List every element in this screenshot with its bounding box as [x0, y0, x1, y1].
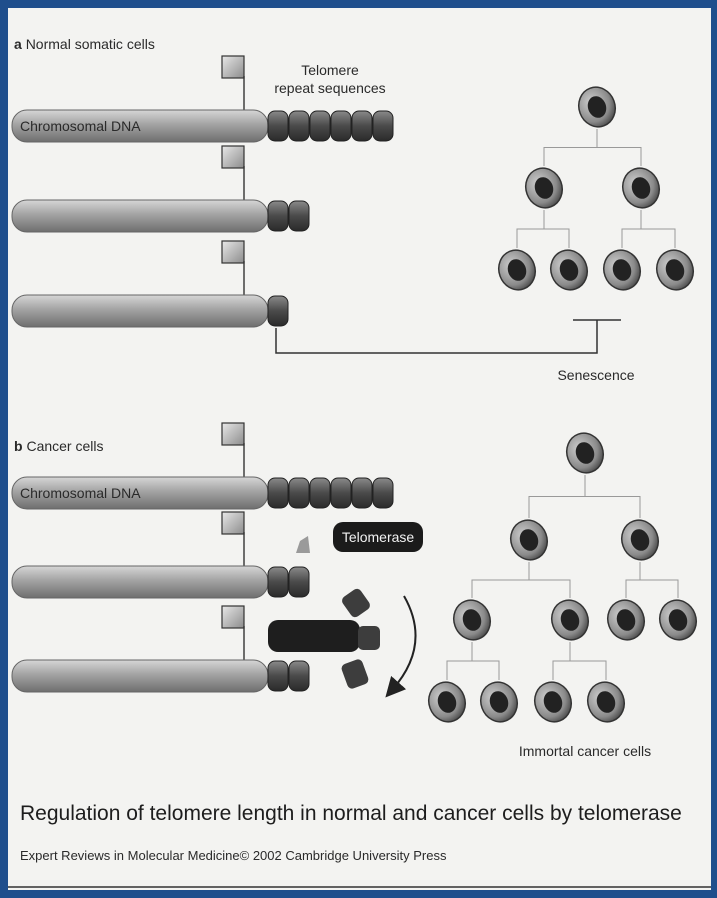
cell-icon [520, 163, 568, 213]
cell-icon [545, 245, 593, 295]
gene-marker-icon [222, 423, 244, 445]
figure-credit: Expert Reviews in Molecular Medicine© 20… [20, 848, 447, 863]
cell-icon [561, 428, 609, 478]
gene-marker-icon [222, 241, 244, 263]
telomere-repeat [373, 478, 393, 508]
telomere-repeat [289, 111, 309, 141]
cell-icon [493, 245, 541, 295]
cell-icon [573, 82, 621, 132]
panel-a-cell-lineage [493, 82, 699, 295]
immortal-cells-label: Immortal cancer cells [519, 743, 651, 759]
chromosomal-dna-bar [12, 200, 268, 232]
gene-marker-icon [222, 56, 244, 78]
telomere-repeat [268, 201, 288, 231]
lineage-line [517, 229, 569, 248]
telomere-repeat [289, 201, 309, 231]
nucleotide-repeat-icon [340, 658, 370, 690]
panel-b-dna-label: Chromosomal DNA [20, 485, 141, 501]
senescence-bracket [276, 320, 597, 353]
cell-icon [598, 245, 646, 295]
telomere-repeat [268, 111, 288, 141]
lineage-line [447, 661, 499, 680]
telomere-label-line2: repeat sequences [274, 80, 385, 96]
telomere-repeat [310, 478, 330, 508]
telomerase-label: Telomerase [342, 529, 415, 545]
telomere-repeat [268, 661, 288, 691]
gene-marker-icon [222, 512, 244, 534]
panel-a-letter: a [14, 36, 22, 52]
chromosomal-dna-bar [12, 660, 268, 692]
telomere-label-line1: Telomere [301, 62, 359, 78]
cell-icon [448, 595, 496, 645]
lineage-line [626, 580, 678, 598]
panel-a-chromosomes [12, 56, 393, 327]
panel-a-heading: a Normal somatic cells [14, 36, 155, 52]
telomere-repeat [352, 478, 372, 508]
panel-a-dna-label: Chromosomal DNA [20, 118, 141, 134]
lineage-line [622, 229, 675, 248]
telomere-repeat [268, 296, 288, 326]
telomere-repeat [373, 111, 393, 141]
panel-b-heading: b Cancer cells [14, 438, 103, 454]
nucleotide-repeat-icon [340, 587, 372, 619]
elongation-arrow-icon [392, 596, 416, 690]
cell-icon [475, 677, 523, 727]
cell-icon [654, 595, 702, 645]
nucleotide-repeat-icon [358, 626, 380, 650]
telomere-repeat [352, 111, 372, 141]
cell-icon [423, 677, 471, 727]
cell-icon [505, 515, 553, 565]
cell-icon [616, 515, 664, 565]
gene-marker-icon [222, 146, 244, 168]
cell-icon [546, 595, 594, 645]
telomerase-enzyme-icon [268, 620, 360, 652]
lineage-line [544, 148, 641, 167]
cell-icon [529, 677, 577, 727]
lineage-line [553, 661, 606, 680]
telomere-repeat [331, 111, 351, 141]
figure-caption: Regulation of telomere length in normal … [20, 802, 682, 825]
telomere-repeat [289, 661, 309, 691]
cell-icon [582, 677, 630, 727]
telomere-repeat [289, 478, 309, 508]
panel-a-title: Normal somatic cells [26, 36, 155, 52]
telomere-repeat [289, 567, 309, 597]
senescence-label: Senescence [557, 367, 634, 383]
lineage-line [529, 497, 640, 519]
telomere-repeat [331, 478, 351, 508]
cell-icon [617, 163, 665, 213]
panel-b-letter: b [14, 438, 23, 454]
telomere-repeat [268, 478, 288, 508]
cell-icon [651, 245, 699, 295]
chromosomal-dna-bar [12, 566, 268, 598]
chromosomal-dna-bar [12, 295, 268, 327]
telomere-repeat [310, 111, 330, 141]
telomere-repeat [268, 567, 288, 597]
panel-b-title: Cancer cells [26, 438, 103, 454]
gene-marker-icon [222, 606, 244, 628]
cell-icon [602, 595, 650, 645]
panel-b-cell-lineage [423, 428, 702, 727]
telomerase-pointer-icon [296, 536, 310, 553]
lineage-line [472, 580, 570, 598]
